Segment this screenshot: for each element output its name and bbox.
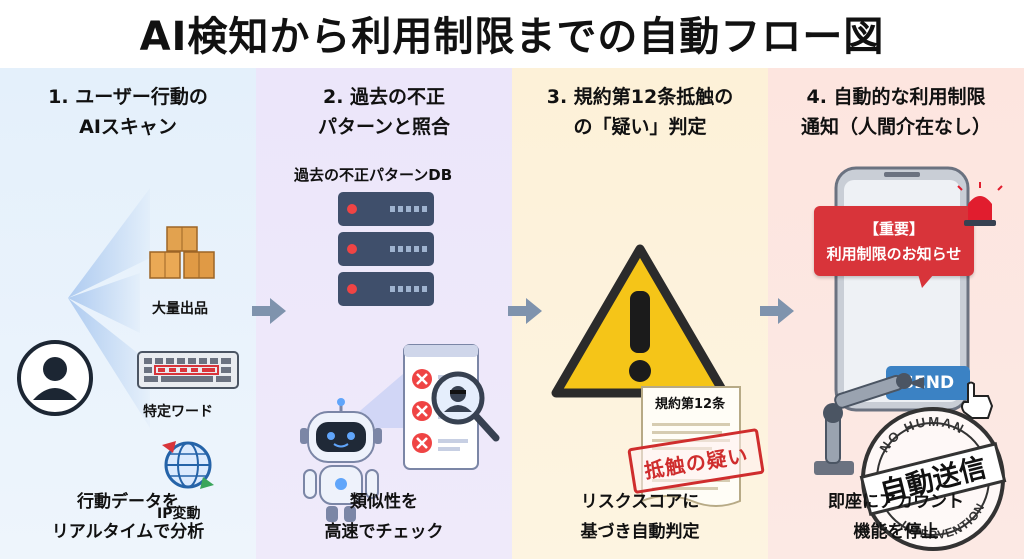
item-label-bulk-listing: 大量出品: [152, 301, 208, 317]
step-2-panel: 2. 過去の不正 パターンと照合 過去の不正パターンDB: [256, 68, 512, 559]
step-1-title: 1. ユーザー行動の AIスキャン: [8, 82, 248, 142]
step-4-caption: 即座にアカウント 機能を停止: [774, 487, 1018, 547]
step-1-caption: 行動データを リアルタイムで分析: [6, 487, 250, 547]
step-3-panel: 3. 規約第12条抵触の の「疑い」判定 規約第12条 抵触の疑い リスクスコア…: [512, 68, 768, 559]
step-4-caption-line1: 即座にアカウント: [828, 492, 964, 512]
notice-line1: 【重要】: [863, 220, 924, 238]
item-label-ip-change: IP変動: [157, 506, 201, 522]
stamp-icon: NO HUMAN INTERVENTION 自動送信: [859, 404, 1007, 551]
restriction-notice: 【重要】 利用制限のお知らせ: [814, 206, 974, 276]
notice-tail: [918, 274, 934, 288]
stamp-label: 抵触の疑い: [642, 442, 750, 483]
step-1-title-line2: AIスキャン: [79, 116, 177, 138]
scan-beams: [68, 188, 150, 428]
step-2-caption-line2: 高速でチェック: [324, 522, 444, 542]
step-4-caption-line2: 機能を停止: [853, 522, 939, 542]
step-2-title-line1: 2. 過去の不正: [322, 86, 446, 108]
item-label-specific-word: 特定ワード: [143, 404, 213, 420]
robot-arm-icon: [814, 373, 924, 475]
db-label: 過去の不正パターンDB: [294, 166, 453, 184]
step-4-title-line2: 通知（人間介在なし）: [800, 116, 991, 138]
notice-line2: 利用制限のお知らせ: [826, 245, 962, 263]
siren-icon: [957, 182, 1003, 226]
step-2-caption-line1: 類似性を: [350, 492, 418, 512]
step-4-panel: 4. 自動的な利用制限 通知（人間介在なし） 【重要】 利用制限のお知らせ SE…: [768, 68, 1024, 559]
step-3-caption-line1: リスクスコアに: [580, 492, 700, 512]
step-4-title-line1: 4. 自動的な利用制限: [806, 86, 986, 108]
doc-label: 規約第12条: [655, 397, 726, 412]
arrow-right-icon: [252, 298, 286, 324]
step-2-title: 2. 過去の不正 パターンと照合: [264, 82, 504, 142]
step-2-caption: 類似性を 高速でチェック: [262, 487, 506, 547]
step-1-panel: 1. ユーザー行動の AIスキャン 大量出品: [0, 68, 256, 559]
step-2-title-line2: パターンと照合: [317, 116, 451, 138]
step-3-caption: リスクスコアに 基づき自動判定: [518, 487, 762, 547]
warning-icon: [551, 244, 729, 398]
magnifier-icon: [431, 371, 500, 442]
user-icon: [17, 340, 93, 416]
step-3-title-line1: 3. 規約第12条抵触の: [546, 86, 734, 108]
arrow-right-icon: [508, 298, 542, 324]
hand-cursor-icon: [961, 381, 994, 419]
boxes-icon: [149, 226, 215, 279]
arrow-right-icon: [760, 298, 794, 324]
keyboard-icon: [137, 351, 239, 389]
step-3-title: 3. 規約第12条抵触の の「疑い」判定: [520, 82, 760, 142]
page-title: AI検知から利用制限までの自動フロー図: [139, 14, 885, 60]
step-1-caption-line2: リアルタイムで分析: [51, 522, 205, 542]
step-1-caption-line1: 行動データを: [77, 492, 179, 512]
step-4-title: 4. 自動的な利用制限 通知（人間介在なし）: [776, 82, 1016, 142]
step-3-caption-line2: 基づき自動判定: [580, 522, 700, 542]
step-1-title-line1: 1. ユーザー行動の: [48, 86, 208, 108]
robot-icon: [300, 398, 382, 522]
server-icon: [338, 192, 434, 306]
step-3-title-line2: の「疑い」判定: [573, 116, 707, 138]
globe-icon: [162, 441, 214, 489]
send-label: SEND: [901, 373, 955, 393]
